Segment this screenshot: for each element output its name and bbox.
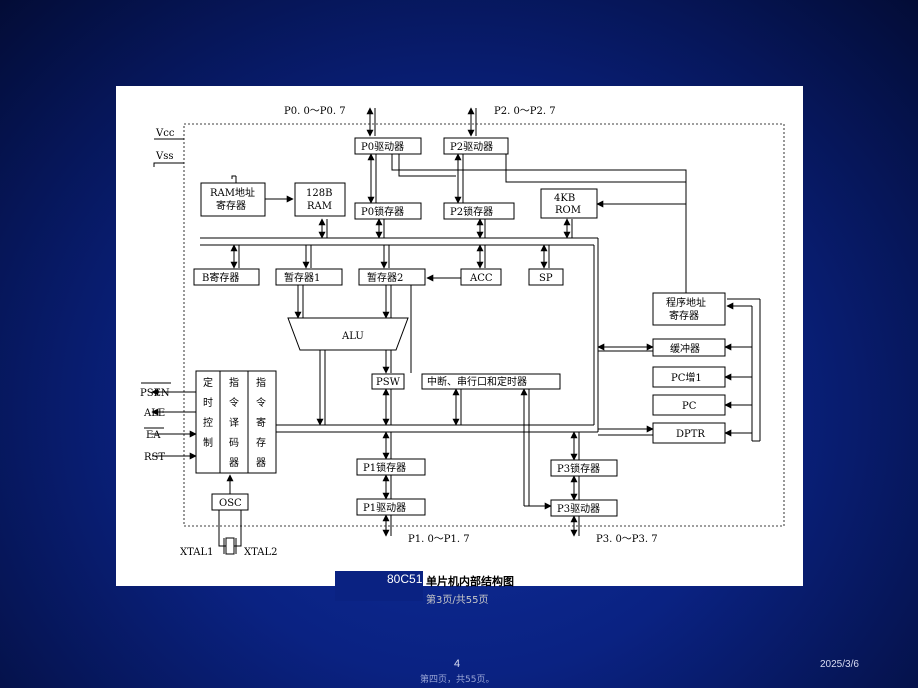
title-overlay: 80C51 [335,571,423,601]
alu-label: ALU [341,331,364,342]
p0-driver-label: P0驱动器 [361,141,404,153]
ram-128b-box [294,182,346,217]
p1-bus-label: P1. 0～P1. 7 [408,534,470,545]
b-register-box [193,268,260,286]
rst-label: RST [144,452,165,463]
p3-latch-box [550,459,618,477]
vcc-label: Vcc [155,128,175,139]
p0-latch-label: P0锁存器 [361,205,404,218]
xtal2-label: XTAL2 [244,547,277,558]
svg-text:码: 码 [229,437,239,449]
timing-control-column: 定 时 控 制 [203,376,213,449]
pc-label: PC [682,401,697,412]
rom-label-1: 4KB [554,193,575,204]
figure-caption: 单片机内部结构图 [426,575,514,588]
alu-output-arrows [316,285,412,426]
p3-latch-label: P3锁存器 [557,462,600,475]
rom-label-2: ROM [555,205,581,216]
p2-driver-label: P2驱动器 [450,141,493,153]
page-note: 第3页/共55页 [426,595,489,606]
p1-driver-label: P1驱动器 [363,502,406,514]
ale-label: ALE [143,408,165,419]
temp-register-2-box [358,268,426,286]
instruction-decoder-column: 指 令 译 码 器 [229,376,239,469]
acc-box [460,268,502,286]
control-pin-lines [141,382,197,460]
acc-label: ACC [469,273,493,284]
p1-latch-label: P1锁存器 [363,461,406,474]
ram-address-label-1: RAM地址 [210,186,255,199]
chip-boundary [183,123,785,527]
svg-text:定: 定 [203,376,213,389]
svg-text:令: 令 [229,396,239,409]
interrupt-serial-timer-label: 中断、串行口和定时器 [427,375,527,388]
p2-driver-box [443,137,509,155]
slide-date: 2025/3/6 [820,659,859,670]
program-address-register-box [652,292,726,326]
port1-arrows [382,431,392,537]
sp-box [528,268,564,286]
svg-text:制: 制 [203,436,213,449]
interrupt-serial-timer-box [421,373,561,390]
svg-text:寄: 寄 [256,416,266,429]
slide-number: 4 [454,658,461,670]
ram-address-label-2: 寄存器 [216,199,246,212]
temp-register-1-box [275,268,343,286]
bus-taps [230,175,573,269]
block-diagram-figure: Vcc Vss P0. 0～P0. 7 P2. 0～P2. 7 P0驱动器 P0… [116,86,803,586]
temp-register-2-label: 暂存器2 [367,271,403,284]
ram-address-register-box [200,182,266,217]
instruction-register-column: 指 令 寄 存 器 [256,376,266,469]
rom-4kb-box [540,188,598,219]
buffer-label: 缓冲器 [670,342,700,355]
svg-text:指: 指 [256,376,266,389]
p0-bus-label: P0. 0～P0. 7 [284,106,346,117]
osc-label: OSC [219,498,242,509]
internal-bus [200,237,599,433]
svg-text:器: 器 [229,457,239,469]
svg-text:译: 译 [229,417,239,429]
vss-label: Vss [155,151,174,162]
p0-latch-box [354,202,422,220]
program-address-label-2: 寄存器 [669,309,699,322]
alu-input-arrows [294,285,392,319]
svg-text:存: 存 [256,436,266,449]
temp-register-1-label: 暂存器1 [284,271,320,284]
diagram-canvas: Vcc Vss P0. 0～P0. 7 P2. 0～P2. 7 P0驱动器 P0… [140,106,785,558]
psw-box [371,373,405,390]
p3-driver-label: P3驱动器 [557,503,600,515]
ea-label: EA [146,430,161,441]
psen-label: PSEN [140,388,170,399]
power-pins [153,138,184,167]
alu-box [287,317,409,351]
svg-text:器: 器 [256,457,266,469]
svg-text:指: 指 [229,376,239,389]
p3-bus-label: P3. 0～P3. 7 [596,534,658,545]
interrupt-connections [452,388,552,510]
program-address-label-1: 程序地址 [666,296,706,309]
svg-text:控: 控 [203,416,213,429]
top-port-arrows [366,107,477,137]
svg-text:时: 时 [203,397,213,409]
dptr-label: DPTR [676,429,705,440]
p2-bus-label: P2. 0～P2. 7 [494,106,556,117]
pc-increment-label: PC增1 [671,371,702,384]
control-unit-box [195,370,277,474]
xtal1-label: XTAL1 [180,547,213,558]
b-register-label: B寄存器 [202,271,239,284]
psw-label: PSW [376,377,401,388]
right-column-connections [597,178,761,442]
p3-driver-box [550,499,618,517]
crystal-circuit [218,474,242,555]
port3-arrows [570,431,580,537]
sp-label: SP [539,273,553,284]
svg-text:令: 令 [256,396,266,409]
p0-driver-box [354,137,422,155]
p2-latch-label: P2锁存器 [450,205,493,218]
footer-note: 第四页，共55页。 [420,675,495,685]
ram-128b-label-2: RAM [307,201,332,212]
ram-128b-label-1: 128B [306,188,332,199]
